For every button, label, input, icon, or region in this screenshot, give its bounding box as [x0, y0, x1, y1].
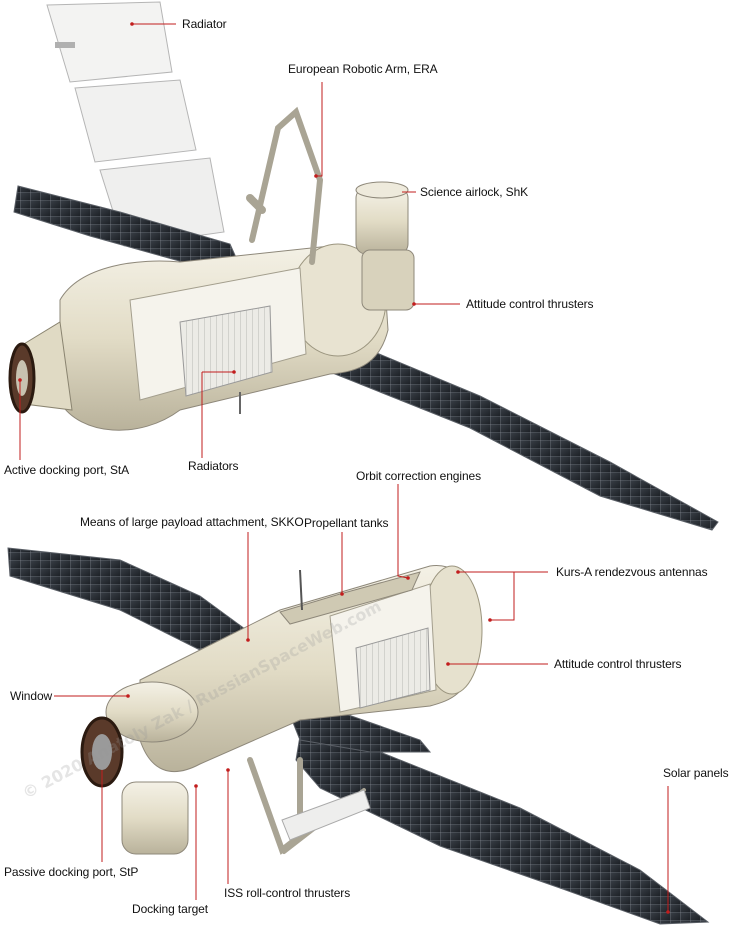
label-active-docking-port: Active docking port, StA	[4, 463, 129, 477]
leader-lines	[19, 23, 669, 912]
label-attitude-thrusters-top: Attitude control thrusters	[466, 297, 594, 311]
leader-kurs	[458, 571, 548, 621]
label-radiators: Radiators	[188, 459, 239, 473]
label-docking-target: Docking target	[132, 902, 208, 916]
label-orbit-correction-engines: Orbit correction engines	[356, 469, 481, 483]
label-solar-panels: Solar panels	[663, 766, 729, 780]
bottom-radiator-panel	[281, 789, 371, 841]
label-window: Window	[10, 689, 53, 703]
leader-era	[316, 82, 323, 177]
label-science-airlock: Science airlock, ShK	[420, 185, 529, 199]
label-skko: Means of large payload attachment, SKKO	[80, 515, 304, 529]
label-passive-docking-port: Passive docking port, StP	[4, 865, 139, 879]
label-radiator: Radiator	[182, 17, 227, 31]
bottom-antenna	[299, 569, 303, 611]
label-era: European Robotic Arm, ERA	[288, 62, 438, 76]
label-propellant-tanks: Propellant tanks	[304, 516, 389, 530]
leader-radiators	[201, 371, 234, 458]
label-iss-roll-thrusters: ISS roll-control thrusters	[224, 886, 351, 900]
leader-orbit-engines	[397, 484, 409, 579]
bottom-module-view	[7, 547, 710, 925]
science-airlock	[355, 181, 415, 311]
label-kurs-antennas: Kurs-A rendezvous antennas	[556, 565, 708, 579]
bottom-solar-array-right	[295, 735, 710, 925]
top-solar-array-right	[295, 341, 719, 531]
top-module-view	[8, 1, 719, 531]
leader-dots	[18, 22, 670, 914]
era-robotic-arm	[246, 106, 324, 265]
label-attitude-thrusters-bottom: Attitude control thrusters	[554, 657, 682, 671]
top-hull	[8, 243, 389, 431]
bottom-solar-array-left	[7, 547, 261, 653]
